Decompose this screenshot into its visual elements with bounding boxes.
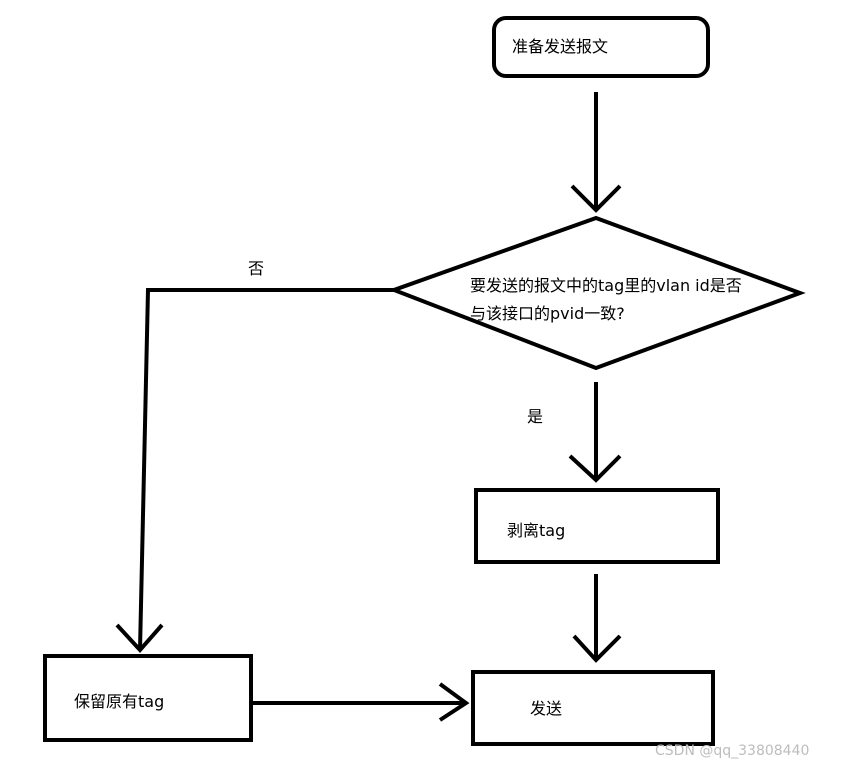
decision-node-label-line2: 与该接口的pvid一致? — [470, 304, 625, 323]
decision-node-label-line1: 要发送的报文中的tag里的vlan id是否 — [470, 276, 742, 295]
edge-no-label: 否 — [248, 259, 265, 278]
start-node-label: 准备发送报文 — [512, 37, 609, 56]
arrowhead-start-to-decision — [570, 184, 622, 213]
keep-node-label: 保留原有tag — [74, 692, 165, 711]
start-node-shape — [492, 16, 710, 78]
watermark: CSDN @qq_33808440 — [655, 743, 810, 759]
strip-node-label: 剥离tag — [507, 521, 566, 540]
edge-decision-no — [138, 288, 394, 651]
arrowhead-keep-to-send — [438, 682, 470, 722]
decision-node-shape — [388, 215, 806, 371]
arrowhead-decision-yes — [568, 454, 622, 483]
arrowhead-strip-to-send — [572, 634, 622, 663]
arrowhead-decision-no — [115, 623, 164, 653]
strip-node-shape — [474, 488, 720, 564]
edge-yes-label: 是 — [527, 407, 544, 426]
send-node-shape — [471, 670, 715, 746]
send-node-label: 发送 — [530, 699, 563, 718]
keep-node-shape — [43, 654, 253, 742]
